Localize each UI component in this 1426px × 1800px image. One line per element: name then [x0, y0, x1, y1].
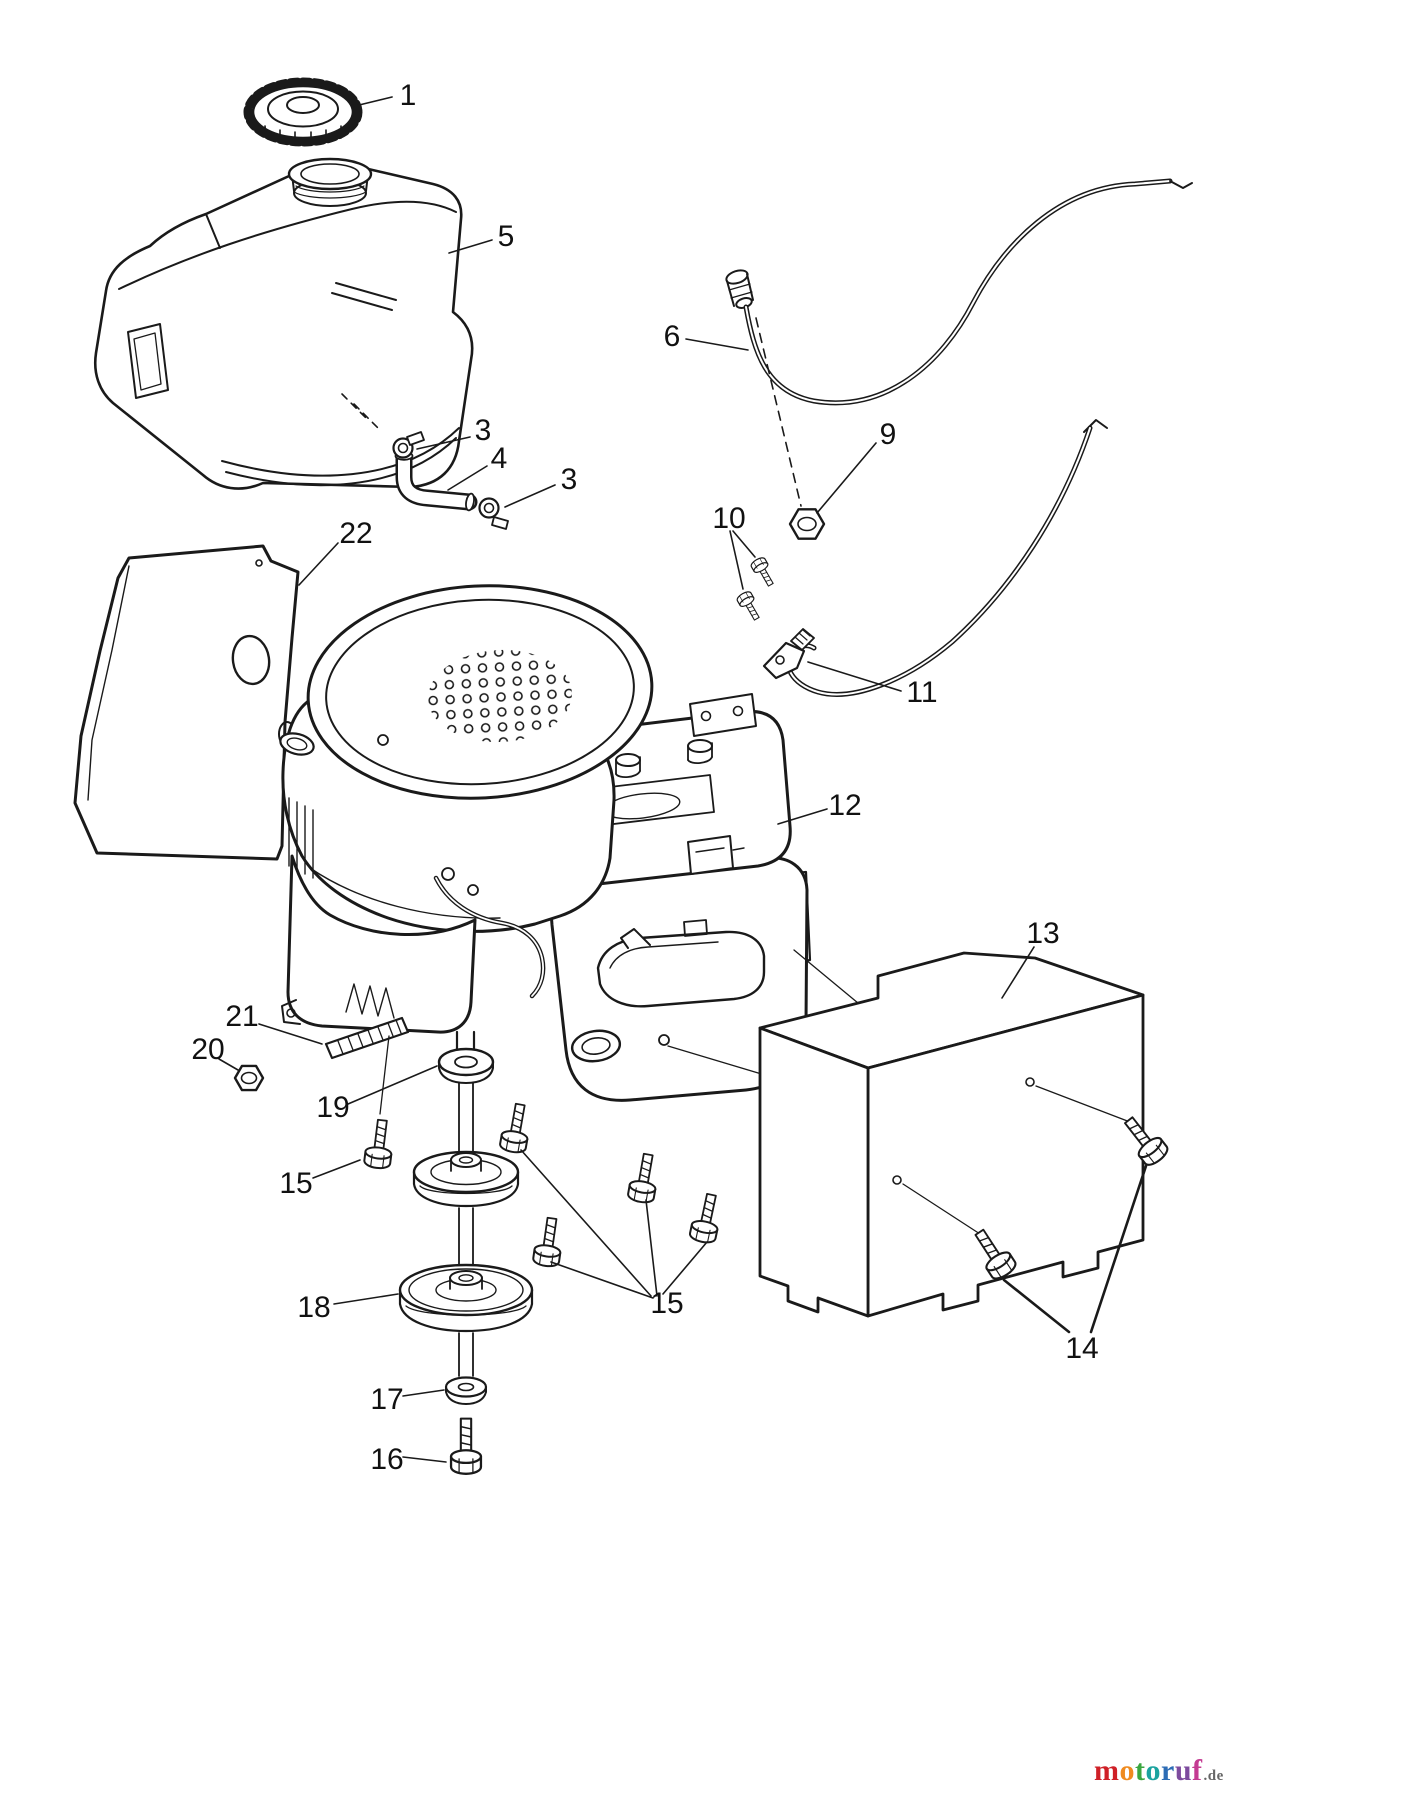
svg-text:3: 3: [561, 463, 578, 496]
part-label-1: 1: [354, 79, 417, 112]
svg-text:1: 1: [400, 79, 417, 112]
part-label-9: 9: [816, 418, 897, 514]
part-label-16: 16: [370, 1443, 447, 1476]
cover-box: [758, 951, 1145, 1318]
brand-suffix: .de: [1203, 1768, 1224, 1784]
cable-clamp: [762, 628, 815, 680]
oil-fill-port: [279, 732, 315, 756]
part-label-18: 18: [297, 1291, 399, 1324]
brand-watermark[interactable]: m o t o r u f .de: [1094, 1756, 1224, 1786]
top-bracket: [689, 693, 757, 737]
mounting-screws: [362, 1035, 726, 1269]
part-label-21: 21: [225, 1000, 323, 1045]
clamp-screws: [734, 555, 779, 624]
pulley-assembly: [398, 1047, 534, 1476]
svg-text:4: 4: [491, 442, 508, 475]
svg-text:22: 22: [339, 517, 372, 550]
svg-text:12: 12: [828, 789, 861, 822]
svg-text:15: 15: [650, 1287, 683, 1320]
fuel-tank: [93, 157, 474, 490]
svg-text:3: 3: [475, 414, 492, 447]
part-label-20: 20: [191, 1033, 239, 1071]
part-labels: 1 5 3 4 3 22 6: [191, 79, 1148, 1476]
part-label-15a: 15: [279, 1159, 361, 1200]
flywheel-screen: [306, 584, 654, 800]
center-bolt: [449, 1417, 483, 1476]
cover-bolt-right: [687, 739, 713, 764]
throttle-cable: [725, 178, 1193, 507]
part-label-4: 4: [447, 442, 508, 491]
svg-text:5: 5: [498, 220, 515, 253]
svg-text:18: 18: [297, 1291, 330, 1324]
part-label-17: 17: [370, 1383, 445, 1416]
hex-nut: [788, 508, 826, 540]
svg-text:13: 13: [1026, 917, 1059, 950]
part-label-6: 6: [664, 320, 749, 353]
svg-text:11: 11: [906, 676, 937, 709]
brand-letter: r: [1161, 1754, 1175, 1787]
svg-text:16: 16: [370, 1443, 403, 1476]
box-bolts: [902, 1085, 1172, 1284]
pulley-small: [412, 1150, 520, 1208]
svg-text:17: 17: [370, 1383, 403, 1416]
part-label-3a: 3: [416, 414, 492, 450]
engine: [279, 584, 865, 1105]
svg-text:9: 9: [880, 418, 897, 451]
filler-neck: [287, 157, 373, 207]
brand-letter: t: [1135, 1754, 1146, 1787]
svg-text:20: 20: [191, 1033, 224, 1066]
engine-fuel-line: [433, 867, 546, 999]
brand-letter: o: [1145, 1754, 1161, 1787]
hose-clamp-lower: [478, 497, 509, 530]
fuel-cap: [243, 77, 363, 147]
svg-text:14: 14: [1065, 1332, 1098, 1365]
control-cable: [785, 419, 1108, 697]
hex-plug: [233, 1064, 265, 1092]
part-label-11: 11: [807, 661, 938, 709]
brand-letter: f: [1192, 1754, 1203, 1787]
svg-text:19: 19: [316, 1091, 349, 1124]
heat-shield: [73, 544, 300, 861]
part-label-5: 5: [448, 220, 515, 254]
brand-letter: u: [1174, 1754, 1193, 1787]
svg-text:15: 15: [279, 1167, 312, 1200]
svg-text:6: 6: [664, 320, 681, 353]
pulley-large: [398, 1263, 534, 1333]
part-label-10: 10: [712, 502, 756, 590]
crankcase: [281, 854, 477, 1034]
part-label-14: 14: [1002, 1164, 1148, 1365]
washer-small: [444, 1376, 488, 1405]
part-label-13: 13: [1001, 917, 1060, 999]
stud: [324, 1016, 410, 1060]
fuel-hose-assembly: [392, 431, 509, 530]
washer-large: [437, 1047, 495, 1084]
brand-letter: m: [1094, 1754, 1120, 1787]
svg-text:10: 10: [712, 502, 745, 535]
brand-letter: o: [1119, 1754, 1135, 1787]
part-label-22: 22: [298, 517, 373, 586]
hose-clamp-upper: [392, 431, 425, 459]
part-label-19: 19: [316, 1065, 438, 1124]
part-label-3b: 3: [504, 463, 578, 508]
part-label-15b: 15: [520, 1149, 708, 1320]
svg-text:21: 21: [225, 1000, 258, 1033]
part-label-12: 12: [777, 789, 862, 825]
ignition-module: [687, 835, 745, 875]
cover-bolt-left: [615, 753, 641, 778]
